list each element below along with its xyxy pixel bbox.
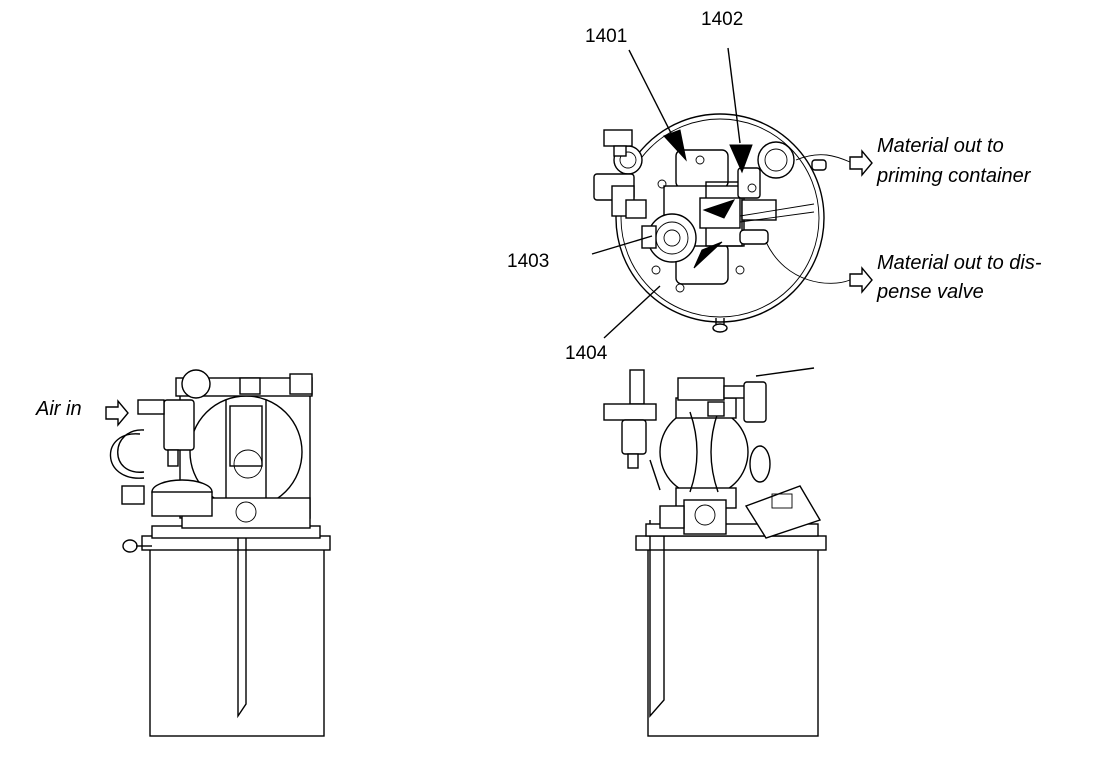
label-material-dispense-line1: Material out to dis- (877, 252, 1042, 274)
top-view (591, 47, 873, 339)
callout-1402: 1402 (701, 9, 744, 30)
callout-1404: 1404 (565, 343, 608, 364)
front-view (105, 369, 331, 737)
callout-1401: 1401 (585, 26, 628, 47)
label-material-dispense-line2: pense valve (877, 281, 984, 303)
side-view (603, 367, 827, 737)
label-material-priming-line2: priming container (877, 165, 1031, 187)
callout-1403: 1403 (507, 251, 550, 272)
label-material-priming-line1: Material out to (877, 135, 1004, 157)
label-air-in: Air in (36, 398, 82, 420)
